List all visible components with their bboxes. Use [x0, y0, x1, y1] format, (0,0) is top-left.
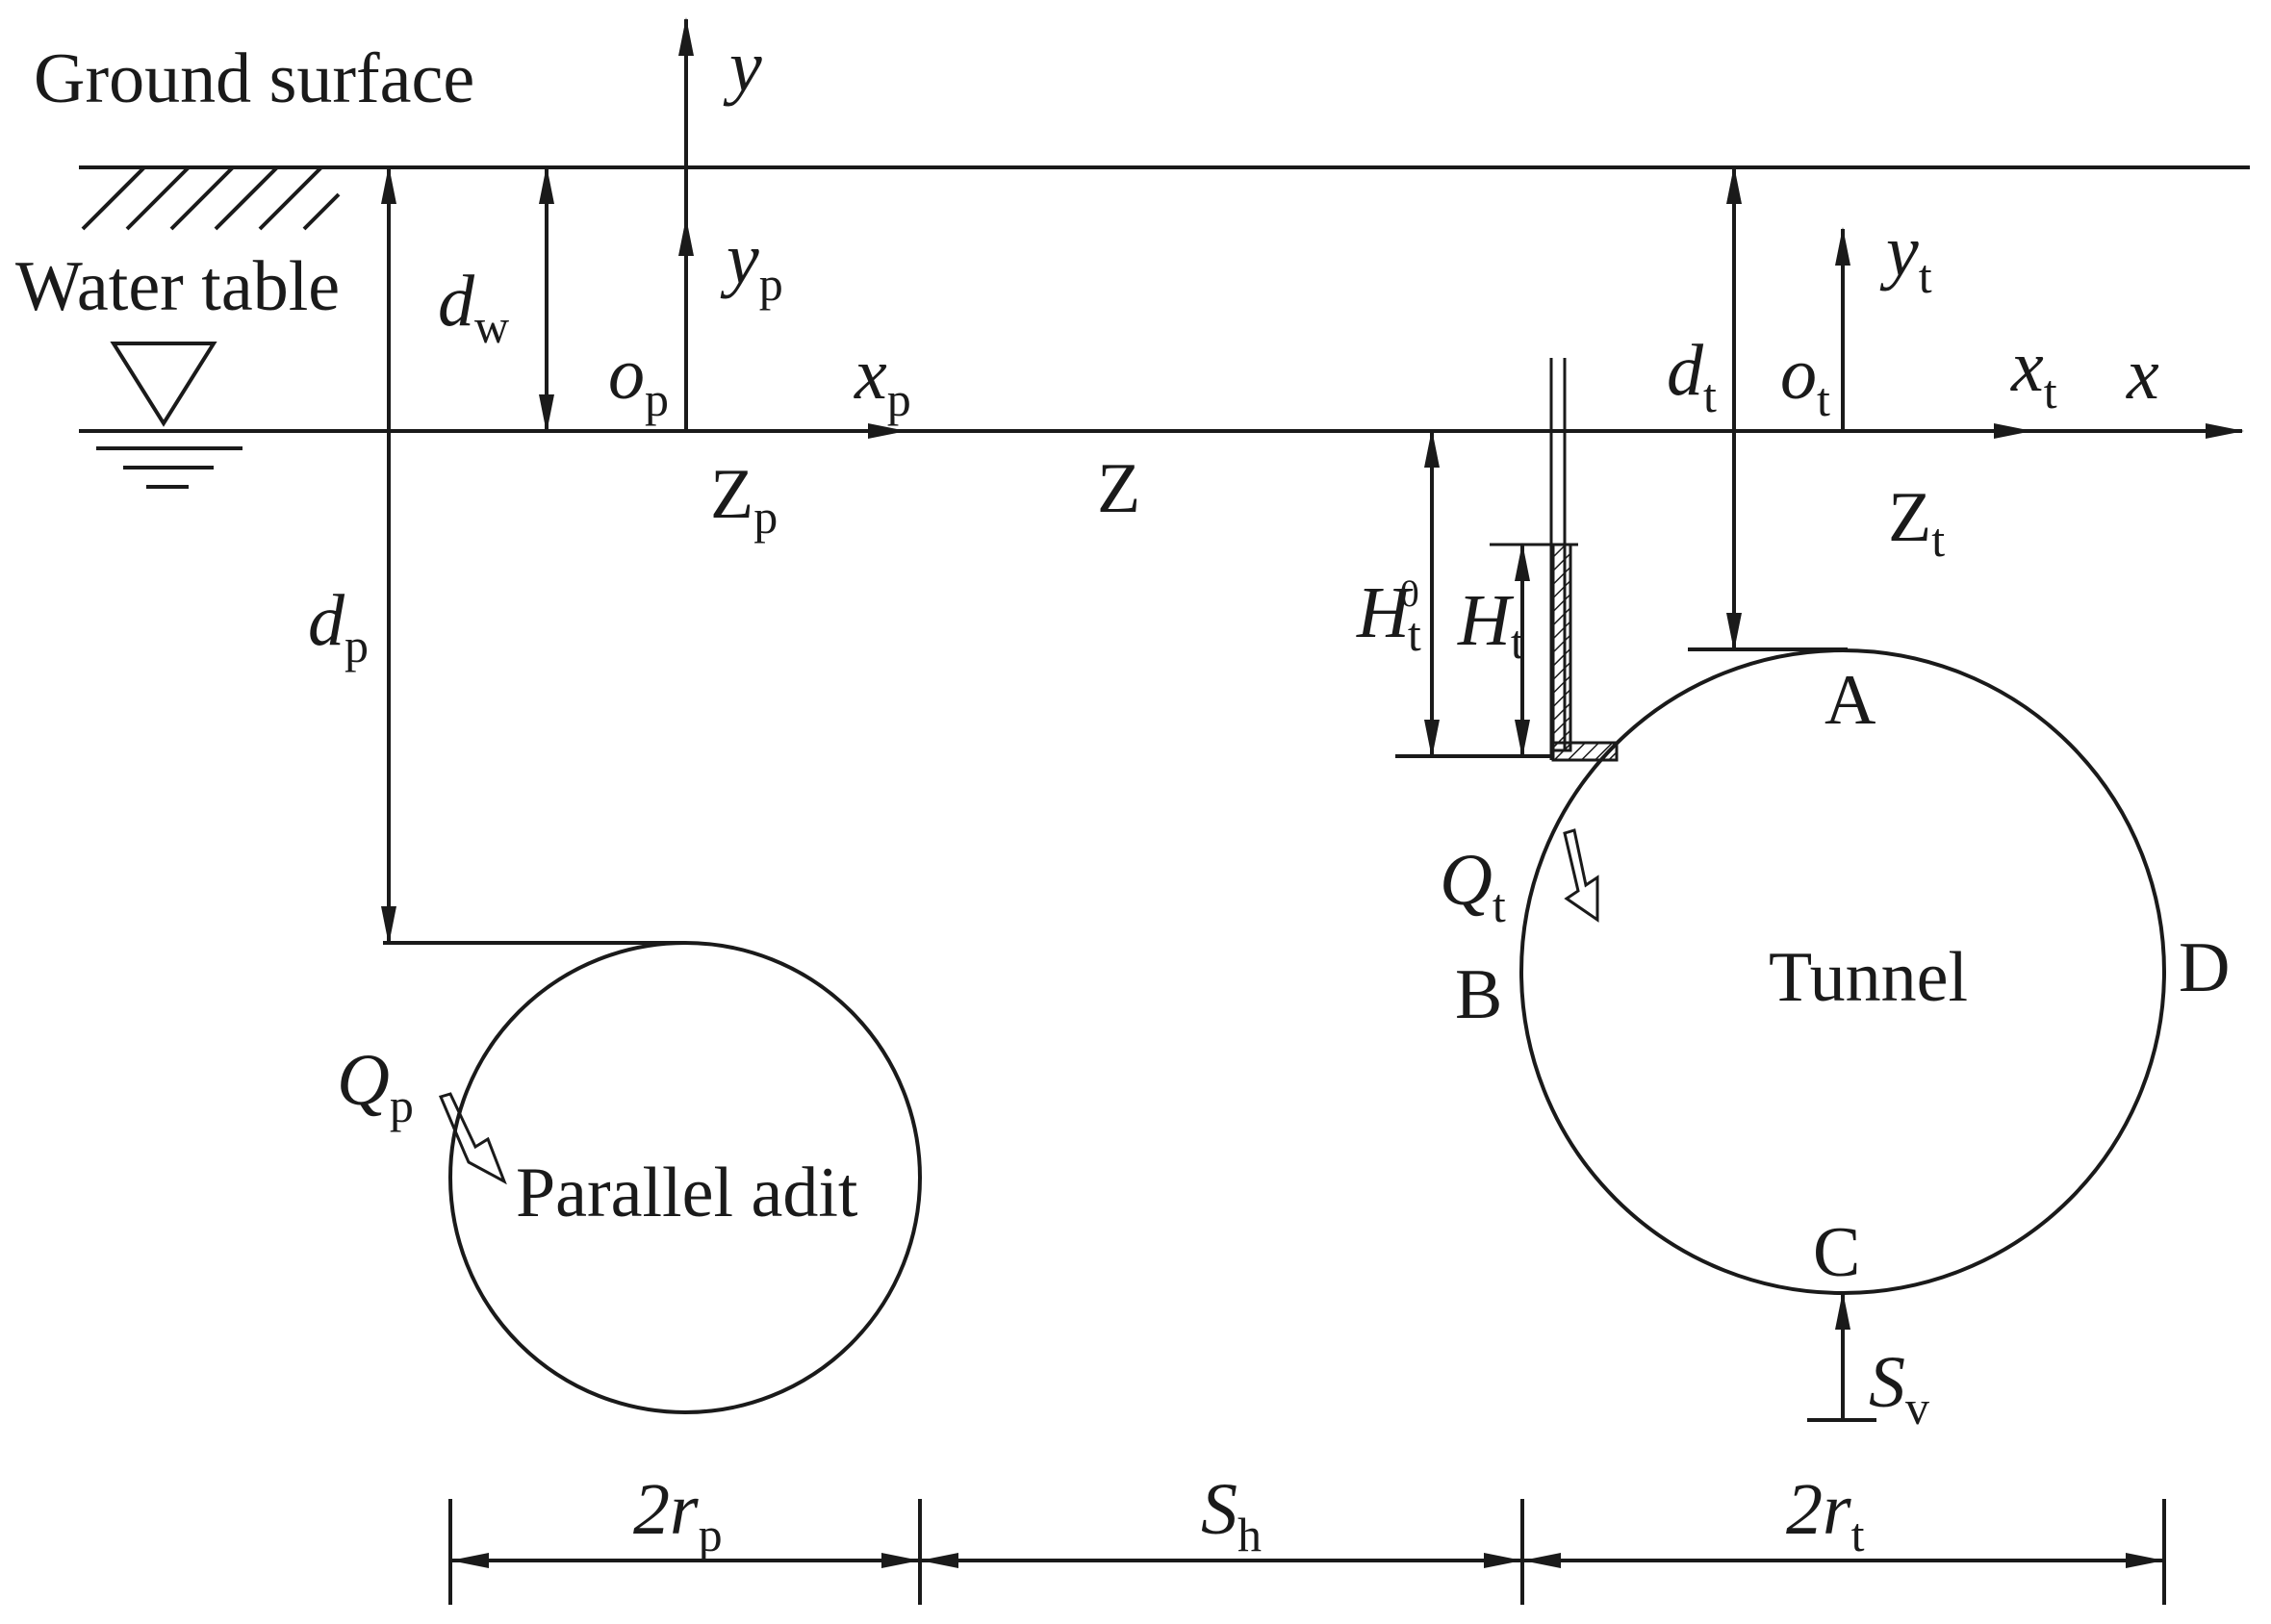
qp-label: Qp: [337, 1040, 414, 1132]
y-axis-label: y: [723, 26, 762, 107]
ground-surface: Ground surface: [34, 39, 2250, 231]
point-b-label: B: [1455, 955, 1502, 1034]
point-c-label: C: [1813, 1213, 1860, 1292]
bottom-dimensions: [448, 1499, 2166, 1605]
x-axis-label: x: [2126, 334, 2159, 415]
ht-label: Ht: [1457, 580, 1524, 669]
xt-axis-label: xt: [2010, 326, 2057, 419]
point-a-label: A: [1824, 661, 1875, 740]
dp-label: dp: [308, 580, 369, 672]
yp-axis-label: yp: [720, 218, 783, 311]
origin-t-label: ot: [1780, 334, 1830, 426]
water-table-symbol: [110, 342, 217, 427]
zone-t-label: Zt: [1888, 478, 1945, 567]
two-rt-label: 2rt: [1786, 1469, 1865, 1561]
dt-label: dt: [1667, 330, 1717, 422]
origin-p-label: op: [608, 334, 669, 426]
point-d-label: D: [2179, 928, 2230, 1007]
xp-axis-label: xp: [854, 334, 911, 426]
tunnel-label: Tunnel: [1769, 938, 1968, 1017]
ground-hatching: [81, 165, 341, 231]
two-rp-label: 2rp: [633, 1469, 723, 1561]
qt-flow-arrow-icon: [1563, 828, 1599, 923]
dw-label: dw: [438, 261, 509, 353]
zone-mid-label: Z: [1097, 449, 1140, 528]
qp-flow-arrow-icon: [438, 1092, 507, 1185]
drainage-hatched-base: [1551, 741, 1619, 762]
qt-label: Qt: [1440, 840, 1506, 932]
zone-p-label: Zp: [710, 455, 778, 544]
water-table: Water table: [15, 247, 2244, 489]
ground-surface-label: Ground surface: [34, 39, 474, 118]
drainage-pipe: [1540, 358, 1619, 762]
parallel-adit-label: Parallel adit: [516, 1154, 858, 1232]
sh-label: Sh: [1201, 1469, 1262, 1561]
water-table-label: Water table: [15, 247, 340, 326]
parallel-adit-circle: [448, 941, 922, 1414]
yt-axis-label: yt: [1879, 211, 1932, 303]
sv-label: Sv: [1869, 1342, 1929, 1434]
drainage-hatched-section: [1551, 543, 1572, 752]
ht0-label: Ht0: [1356, 571, 1421, 661]
